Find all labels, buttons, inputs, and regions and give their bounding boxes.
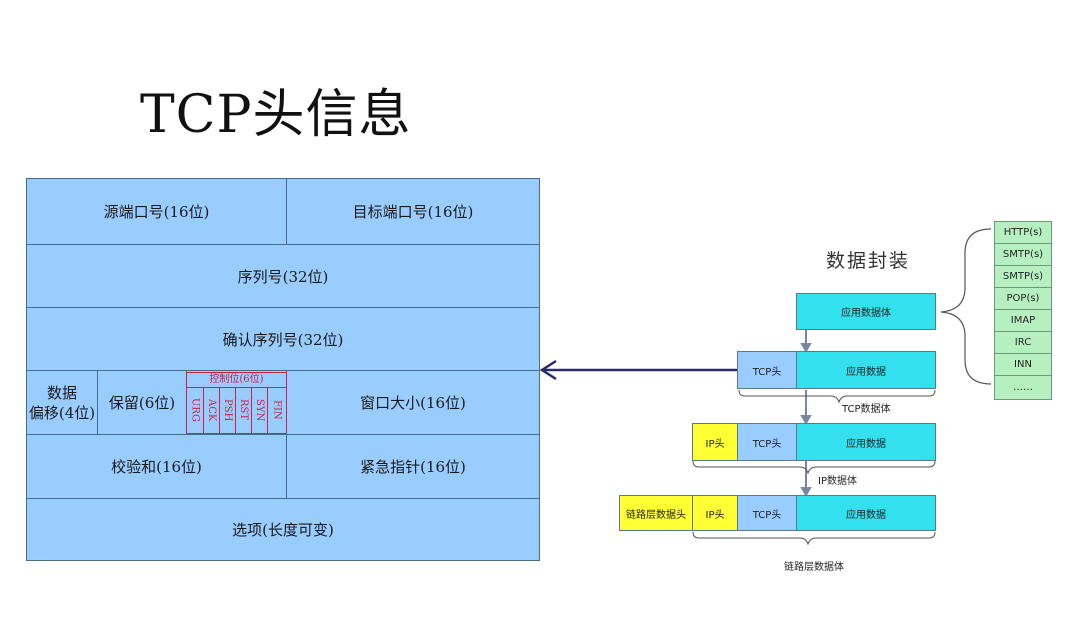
flag-ack: ACK bbox=[203, 387, 219, 433]
source-port-field: 源端口号(16位) bbox=[26, 178, 287, 245]
flag-urg: URG bbox=[189, 398, 201, 422]
protocol-item: HTTP(s) bbox=[994, 221, 1052, 244]
page-title: TCP头信息 bbox=[140, 85, 412, 145]
reserved-field: 保留(6位) bbox=[97, 370, 187, 435]
app-data-box-3: 应用数据 bbox=[796, 495, 936, 531]
ip-head-box-2: IP头 bbox=[692, 495, 738, 531]
ip-datagram-brace bbox=[692, 460, 936, 475]
protocol-item: IMAP bbox=[994, 309, 1052, 332]
data-offset-label-2: 偏移(4位) bbox=[28, 403, 96, 422]
protocol-item: SMTP(s) bbox=[994, 265, 1052, 288]
link-head-box: 链路层数据头 bbox=[619, 495, 693, 531]
sequence-number-field: 序列号(32位) bbox=[26, 244, 540, 308]
flag-fin: FIN bbox=[267, 387, 286, 433]
ip-head-box-1: IP头 bbox=[692, 423, 738, 461]
protocol-brace bbox=[940, 228, 992, 385]
flag-syn: SYN bbox=[251, 387, 267, 433]
control-bits-title: 控制位(6位) bbox=[187, 373, 286, 388]
link-datagram-label: 链路层数据体 bbox=[784, 562, 844, 573]
protocol-item: INN bbox=[994, 353, 1052, 376]
tcp-head-box-3: TCP头 bbox=[737, 495, 797, 531]
ip-datagram-label: IP数据体 bbox=[818, 476, 857, 487]
window-size-field: 窗口大小(16位) bbox=[286, 370, 540, 435]
ack-number-field: 确认序列号(32位) bbox=[26, 307, 540, 371]
tcp-datagram-brace bbox=[738, 389, 936, 404]
tcp-head-box-2: TCP头 bbox=[737, 423, 797, 461]
tcp-head-box-1: TCP头 bbox=[737, 351, 797, 389]
app-body-box: 应用数据体 bbox=[796, 293, 936, 330]
protocol-item: IRC bbox=[994, 331, 1052, 354]
app-data-box-1: 应用数据 bbox=[796, 351, 936, 389]
pointer-arrow-head bbox=[539, 359, 557, 381]
options-field: 选项(长度可变) bbox=[26, 498, 540, 561]
encapsulation-title: 数据封装 bbox=[826, 250, 911, 272]
link-datagram-brace bbox=[692, 531, 936, 546]
urgent-pointer-field: 紧急指针(16位) bbox=[286, 434, 540, 499]
protocol-item: POP(s) bbox=[994, 287, 1052, 310]
dest-port-field: 目标端口号(16位) bbox=[286, 178, 540, 245]
data-offset-label-1: 数据 bbox=[46, 383, 77, 402]
tcp-datagram-label: TCP数据体 bbox=[842, 404, 891, 415]
app-data-box-2: 应用数据 bbox=[796, 423, 936, 461]
flag-rst: RST bbox=[235, 387, 251, 433]
control-bits-group: 控制位(6位) URG ACK PSH RST SYN FIN bbox=[186, 372, 287, 434]
protocol-item: …… bbox=[994, 375, 1052, 400]
flag-psh: PSH bbox=[219, 387, 235, 433]
protocol-item: SMTP(s) bbox=[994, 243, 1052, 266]
checksum-field: 校验和(16位) bbox=[26, 434, 287, 499]
